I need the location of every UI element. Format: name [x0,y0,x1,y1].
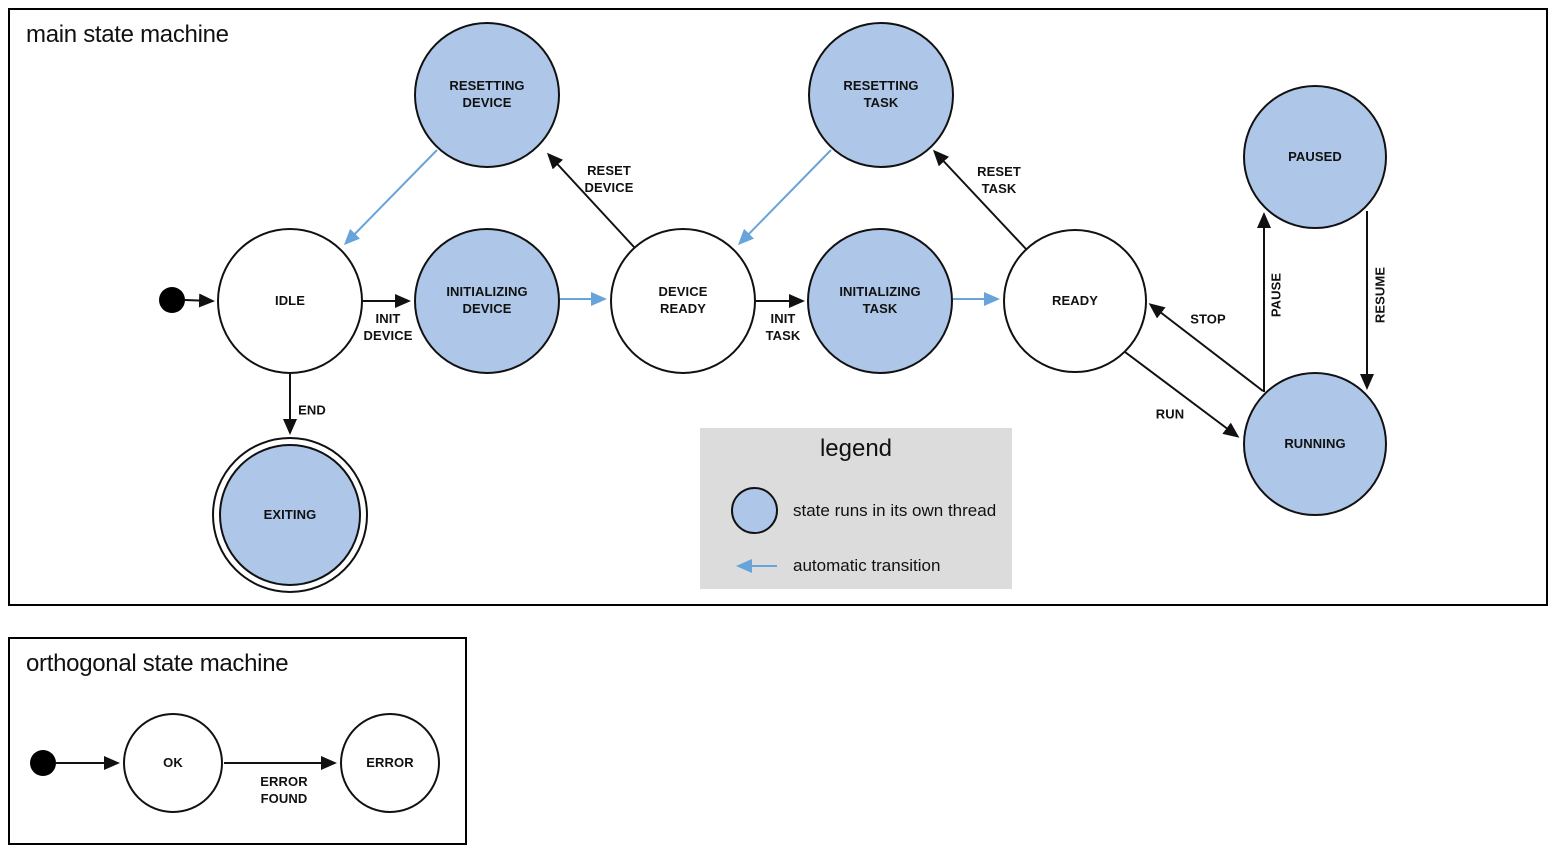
state-initializing-device-label: INITIALIZING DEVICE [446,284,528,316]
initial-state-dot-main [159,287,185,313]
transition-label-init-device: INIT DEVICE [363,311,413,343]
state-initializing-task-label: INITIALIZING TASK [839,284,921,316]
transition-label-reset-task: RESET TASK [977,164,1021,196]
transition-label-resume: RESUME [1372,266,1388,324]
state-running-label: RUNNING [1284,435,1346,451]
state-exiting: EXITING [219,444,361,586]
state-paused-label: PAUSED [1288,148,1342,164]
state-ok-label: OK [163,754,183,770]
transition-label-init-task: INIT TASK [765,311,801,343]
state-idle: IDLE [217,228,363,374]
state-paused: PAUSED [1243,85,1387,229]
state-resetting-task-label: RESETTING TASK [843,78,919,110]
threaded-state-label: state runs in its own thread [793,501,997,520]
transition-label-error-found: ERROR FOUND [260,774,308,806]
orthogonal-panel-title: orthogonal state machine [26,650,289,677]
state-ready-label: READY [1051,292,1098,308]
state-running: RUNNING [1243,372,1387,516]
state-ready: READY [1003,229,1147,373]
threaded-state-icon [731,487,778,534]
initial-state-dot-orthogonal [30,750,56,776]
state-initializing-task: INITIALIZING TASK [807,228,953,374]
state-device-ready-label: DEVICE READY [658,284,708,316]
transition-label-stop: STOP [1190,311,1226,327]
transition-label-pause: PAUSE [1268,272,1284,318]
legend-panel: legend state runs in its own thread auto… [700,428,1012,589]
state-initializing-device: INITIALIZING DEVICE [414,228,560,374]
state-resetting-device: RESETTING DEVICE [414,22,560,168]
state-idle-label: IDLE [274,292,305,308]
state-exiting-label: EXITING [263,506,317,522]
state-resetting-device-label: RESETTING DEVICE [449,78,525,110]
state-error-label: ERROR [366,754,414,770]
state-device-ready: DEVICE READY [610,228,756,374]
transition-label-reset-device: RESET DEVICE [584,163,634,195]
final-state-ring: EXITING [212,437,368,593]
transition-label-run: RUN [1155,406,1185,422]
main-panel-title: main state machine [26,21,229,48]
state-ok: OK [123,713,223,813]
state-resetting-task: RESETTING TASK [808,22,954,168]
automatic-transition-label: automatic transition [793,556,941,575]
legend-title: legend [819,435,893,462]
transition-label-end: END [298,402,326,418]
state-error: ERROR [340,713,440,813]
